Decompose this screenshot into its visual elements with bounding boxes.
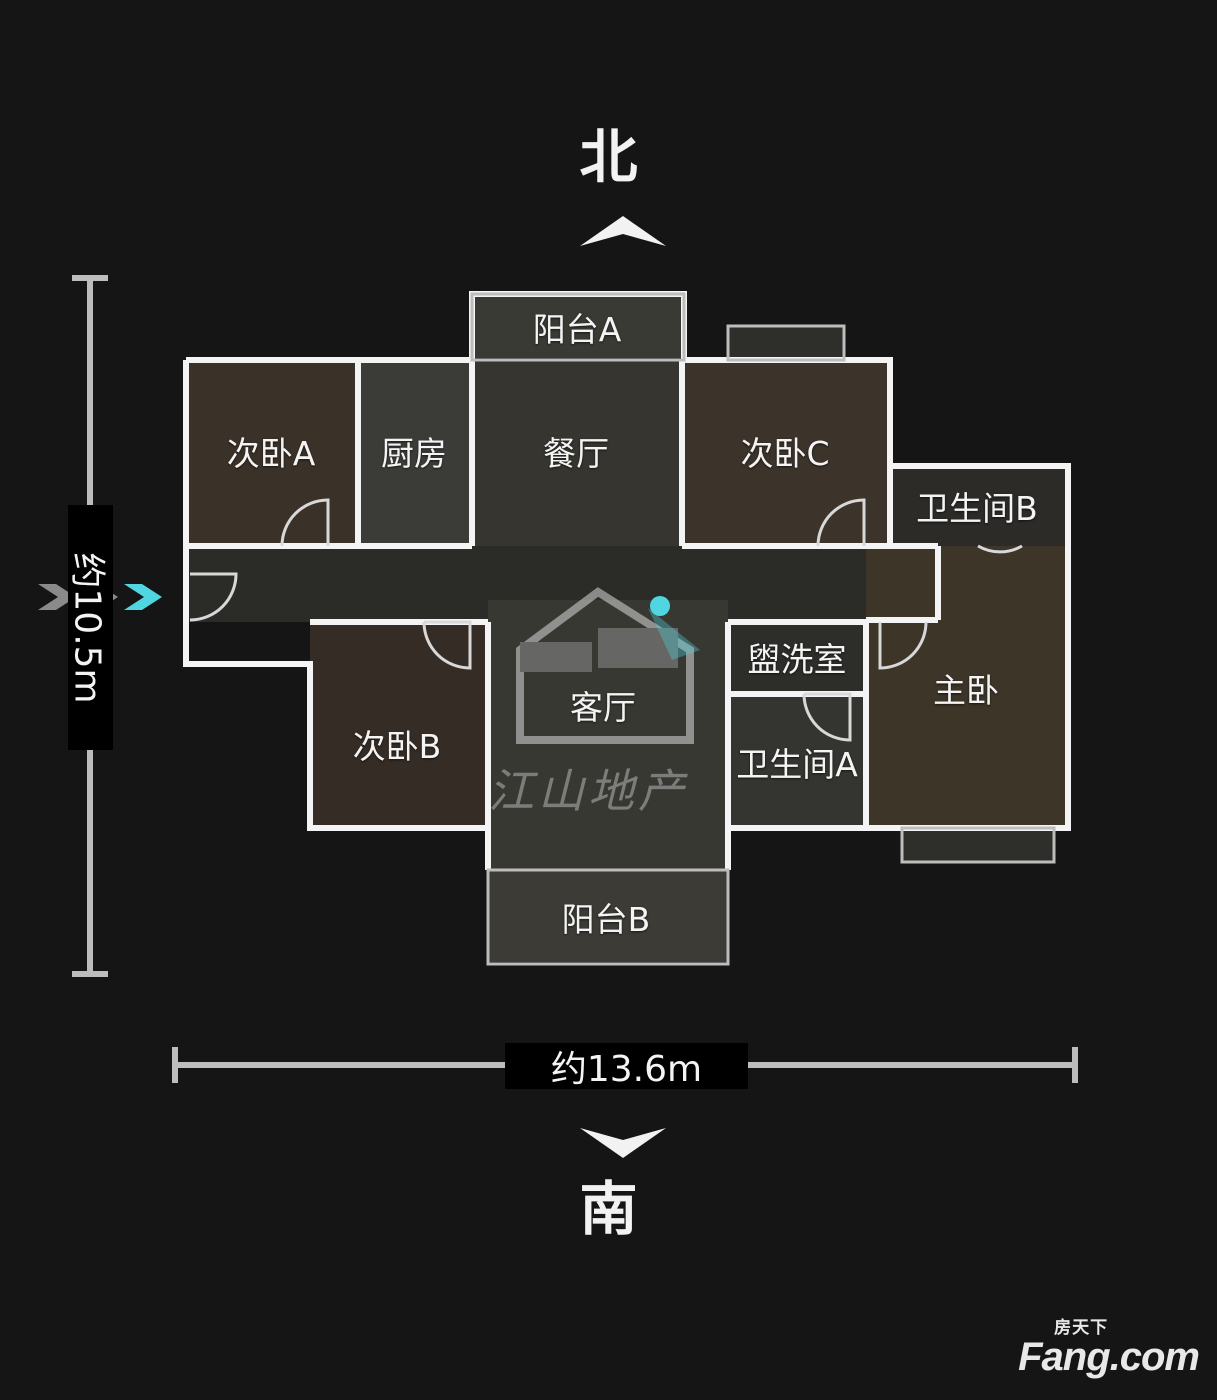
room-fills <box>186 294 1068 962</box>
height-dimension-label: 约10.5m <box>67 505 113 750</box>
bathroom-a-fill <box>728 694 866 828</box>
room-label-bathroom-a: 卫生间A <box>736 745 858 784</box>
north-label: 北 <box>579 123 638 191</box>
current-position-icon <box>648 596 700 660</box>
watermark-logo-icon <box>516 587 694 744</box>
master-balcony-fill <box>902 828 1054 862</box>
height-dimension-line <box>72 275 108 977</box>
watermark-text: 江山地产 <box>488 764 688 818</box>
south-label: 南 <box>579 1175 638 1243</box>
fang-logo-sub: 房天下 <box>1054 1318 1109 1337</box>
room-label-bathroom-b: 卫生间B <box>916 489 1038 528</box>
width-dimension-label: 约13.6m <box>505 1043 748 1090</box>
room-label-kitchen: 厨房 <box>381 434 447 473</box>
room-label-bedroom-b: 次卧B <box>352 727 442 766</box>
bedroom-c-fill <box>682 360 890 546</box>
door-arcs <box>189 498 1023 742</box>
height-dimension-text: 约10.5m <box>66 551 108 704</box>
bedroom-b-fill <box>310 622 488 828</box>
north-arrow-icon <box>580 216 666 246</box>
room-label-balcony-b: 阳台B <box>561 900 651 939</box>
kitchen-fill <box>358 360 472 546</box>
balcony-b-fill <box>488 870 728 962</box>
room-label-balcony-a: 阳台A <box>532 310 622 349</box>
room-label-master: 主卧 <box>933 671 999 710</box>
bedroom-c-balcony-fill <box>728 326 844 360</box>
room-label-living: 客厅 <box>570 688 636 727</box>
fang-logo-main: Fang.com <box>1018 1335 1200 1379</box>
room-label-bedroom-a: 次卧A <box>226 434 316 473</box>
room-label-bedroom-c: 次卧C <box>740 434 830 473</box>
master-fill <box>866 546 1068 828</box>
south-arrow-icon <box>580 1128 666 1158</box>
width-dimension-text: 约13.6m <box>550 1049 703 1090</box>
bathroom-b-fill <box>890 466 1068 546</box>
fang-logo: 房天下 Fang.com <box>1018 1318 1200 1380</box>
dining-fill <box>472 360 682 570</box>
washroom-fill <box>728 622 866 694</box>
balcony-a-fill <box>472 294 684 358</box>
room-label-dining: 餐厅 <box>543 434 609 473</box>
room-label-washroom: 盥洗室 <box>747 640 847 679</box>
balcony-frames <box>470 292 1056 966</box>
width-dimension-line <box>172 1047 1078 1083</box>
